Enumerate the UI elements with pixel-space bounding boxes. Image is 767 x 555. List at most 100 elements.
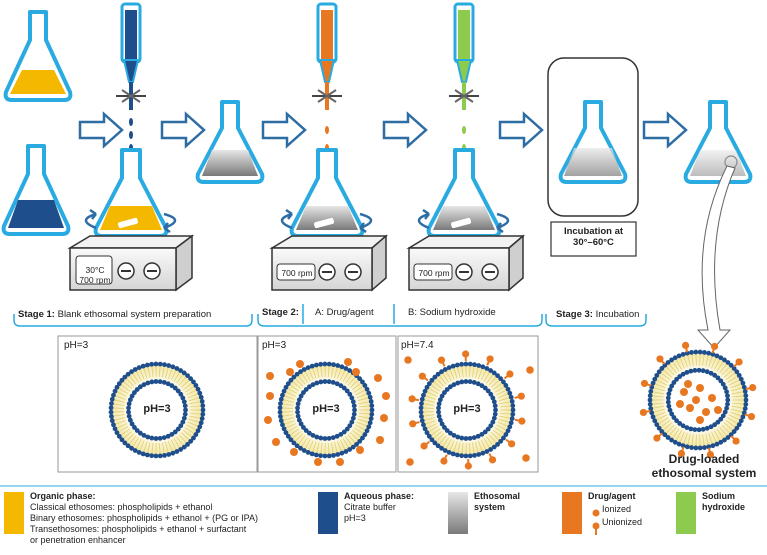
incubation-label: Incubation at 30°–60°C [551,226,636,248]
panel2-outer-ph: pH=3 [262,340,287,351]
ionized-drug-particle [344,358,352,366]
legend-ethosomal-title: Ethosomal [474,491,521,501]
blank-ethosomal-flask [195,100,265,184]
legend-ionized-icon [592,509,600,517]
ionized-drug-particle [380,414,388,422]
legend-drug-swatch [562,492,582,534]
legend-aqueous-line: pH=3 [344,513,366,523]
stage1-prefix: Stage 1: [18,309,55,320]
vesicle-panel-2 [277,361,375,459]
ionized-drug-particle [696,416,704,424]
unionized-drug-particle [486,355,494,366]
legend-organic-title: Organic phase: [30,491,96,501]
ionized-drug-particle [686,404,694,412]
unionized-drug-particle [514,392,525,400]
legend-naoh-swatch [676,492,696,534]
unionized-drug-particle [639,408,651,417]
ionized-drug-particle [676,400,684,408]
ionized-drug-particle [290,448,298,456]
stage-brackets [13,304,647,327]
unionized-drug-particle [744,412,756,421]
stage3-text: Incubation [592,309,640,320]
ionized-drug-particle [376,436,384,444]
unionized-drug-particle [706,447,715,459]
ionized-drug-particle [296,360,304,368]
legend-organic-line: Transethosomes: phospholipids + ethanol … [30,524,247,534]
unionized-drug-particle [681,341,690,353]
burette-naoh [449,2,479,188]
legend-ionized-label: Ionized [602,504,632,514]
unionized-drug-particle [503,370,514,380]
ionized-drug-particle [374,374,382,382]
vesicle-layer [108,349,749,459]
unionized-drug-particle [505,438,516,448]
stage1-label: Stage 1: Blank ethosomal system preparat… [18,309,211,320]
ionized-drug-particle [526,366,534,374]
unionized-drug-particle [488,453,497,464]
drug-particle-layer [264,341,757,470]
zoom-callout-arrow [696,165,736,349]
legend-organic: Organic phase: Classical ethosomes: phos… [30,491,258,546]
ionized-drug-particle [714,406,722,414]
ionized-drug-particle [352,368,360,376]
legend-aqueous-title: Aqueous phase: [344,491,415,501]
unionized-drug-particle [730,435,740,445]
stirrer2-rpm: 700 rpm [281,268,313,278]
final-flask [683,100,753,184]
arrow-5 [498,111,544,149]
ionized-drug-particle [680,388,688,396]
unionized-drug-particle [710,342,719,354]
legend-aqueous-swatch [318,492,338,534]
incubator [547,57,639,257]
ionized-drug-particle [382,392,390,400]
legend-organic-line: Classical ethosomes: phospholipids + eth… [30,502,213,512]
unionized-drug-particle [408,395,420,403]
unionized-drug-particle [656,355,666,365]
ionized-drug-particle [286,368,294,376]
aqueous-phase-flask [1,144,71,236]
ionized-drug-particle [404,356,412,364]
process-arrows [78,111,688,149]
legend-ethosomal-line2: system [474,502,506,512]
final-label-line2: ethosomal system [651,466,757,480]
ionized-drug-particle [522,454,530,462]
stirrer1-temp: 30°C [85,265,105,275]
legend-aqueous-line: Citrate buffer [344,502,396,512]
legend-organic-swatch [4,492,24,534]
ionized-drug-particle [702,408,710,416]
stage2a-flask [289,148,365,238]
stage2b-flask [426,148,502,238]
vesicle-panel-1 [108,361,206,459]
panel3-outer-ph: pH=7.4 [401,340,434,351]
ionized-drug-particle [264,416,272,424]
stage2-prefix: Stage 2: [262,307,299,318]
arrow-2 [160,111,206,149]
legend-ethosomal-swatch [448,492,468,534]
rotation-arrows [84,208,510,234]
panel3-inner-ph: pH=3 [453,403,481,415]
unionized-drug-particle [437,356,446,367]
ionized-drug-particle [692,396,700,404]
legend-drug: Drug/agent Ionized Unionized [588,491,642,528]
arrow-6 [642,111,688,149]
arrow-3 [261,111,307,149]
ionized-drug-particle [266,372,274,380]
unionized-drug-particle [733,358,743,368]
vesicle-panel-3 [418,361,516,459]
stirrer1-display: 30°C 700 rpm [79,265,110,285]
stirrer-3 [406,234,526,292]
stirrer-1 [67,234,195,292]
stirrer1-rpm: 700 rpm [79,275,111,285]
panel1-inner-ph: pH=3 [143,403,171,415]
final-product-label: Drug-loaded ethosomal system [645,452,763,480]
stage2-a-label: A: Drug/agent [315,307,374,318]
arrow-4 [382,111,428,149]
legend-aqueous: Aqueous phase: Citrate buffer pH=3 [344,491,414,524]
ionized-drug-particle [272,438,280,446]
stage3-label: Stage 3: Incubation [556,309,639,320]
unionized-drug-particle [418,372,429,382]
stage3-prefix: Stage 3: [556,309,593,320]
arrow-1 [78,111,124,149]
panel1-outer-ph: pH=3 [64,340,89,351]
